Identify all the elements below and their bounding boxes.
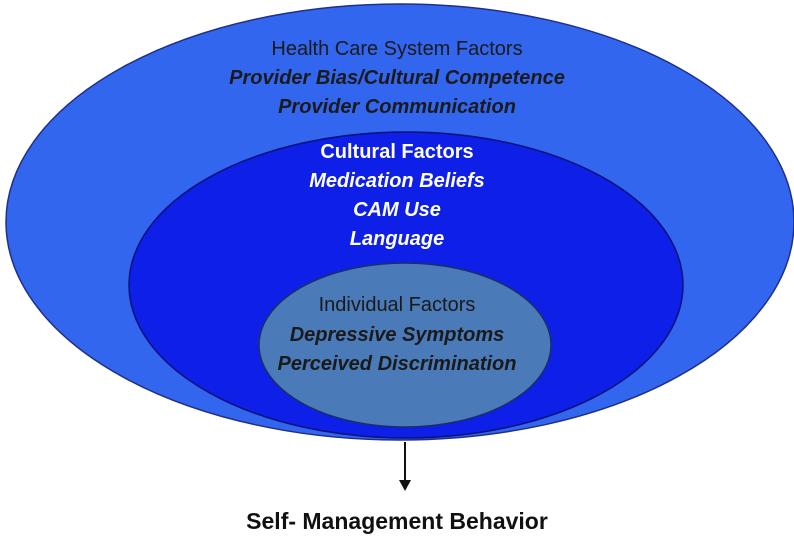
outcome-arrowhead bbox=[399, 480, 411, 491]
health-care-system-heading: Health Care System Factors bbox=[271, 38, 523, 60]
individual-factors-ellipse bbox=[258, 262, 552, 428]
outer-item-provider-bias: Provider Bias/Cultural Competence bbox=[229, 67, 565, 89]
cultural-factors-heading: Cultural Factors bbox=[320, 141, 474, 163]
inner-item-perceived-discrimination: Perceived Discrimination bbox=[277, 353, 517, 375]
inner-item-depressive-symptoms: Depressive Symptoms bbox=[289, 324, 505, 346]
middle-item-cam-use: CAM Use bbox=[353, 199, 441, 221]
outer-item-provider-communication: Provider Communication bbox=[278, 96, 516, 118]
middle-item-medication-beliefs: Medication Beliefs bbox=[309, 170, 485, 192]
individual-factors-heading: Individual Factors bbox=[318, 294, 476, 316]
outcome-label: Self- Management Behavior bbox=[246, 508, 548, 534]
middle-item-language: Language bbox=[349, 228, 445, 250]
